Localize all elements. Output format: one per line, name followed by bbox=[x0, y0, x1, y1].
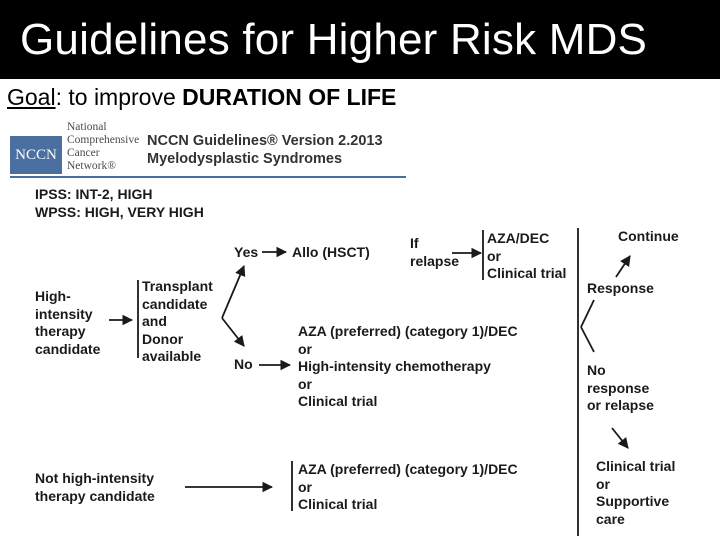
continue-node: Continue bbox=[618, 228, 679, 244]
node-line: response bbox=[587, 379, 650, 396]
response-node: Response bbox=[587, 280, 654, 296]
nccn-logo-text: NCCN bbox=[15, 146, 57, 163]
nccn-logo: NCCN bbox=[10, 136, 62, 174]
node-line: Clinical trial bbox=[298, 496, 378, 512]
node-line: AZA (preferred) (category 1)/DEC bbox=[298, 323, 518, 339]
after-failure-node: Clinical trial or Supportive care bbox=[596, 458, 675, 528]
node-line: candidate bbox=[35, 340, 101, 357]
node-line: intensity bbox=[35, 305, 93, 322]
node-line: therapy bbox=[35, 323, 86, 339]
no-branch-options-node: AZA (preferred) (category 1)/DEC or High… bbox=[298, 323, 518, 411]
node-line: Supportive bbox=[596, 493, 670, 509]
node-line: If bbox=[410, 235, 419, 251]
org-line: Comprehensive bbox=[67, 134, 140, 146]
node-line: available bbox=[142, 348, 202, 364]
node-line: Not high-intensity bbox=[35, 470, 154, 486]
node-line: or bbox=[596, 475, 610, 492]
nccn-org-name: National Comprehensive Cancer Network® bbox=[67, 121, 139, 173]
node-line: candidate bbox=[142, 295, 208, 312]
if-relapse-node: If relapse bbox=[410, 235, 459, 270]
response-chevron-top bbox=[580, 299, 595, 328]
criteria-line: IPSS: INT-2, HIGH bbox=[35, 186, 153, 202]
goal-prefix: Goal bbox=[7, 84, 56, 110]
guidelines-title: NCCN Guidelines® Version 2.2013 bbox=[147, 133, 383, 149]
node-line: AZA (preferred) (category 1)/DEC bbox=[298, 461, 518, 477]
transplant-node: Transplant candidate and Donor available bbox=[142, 278, 213, 366]
org-line: National bbox=[67, 121, 107, 133]
slide-title: Guidelines for Higher Risk MDS bbox=[20, 14, 648, 64]
goal-line: Goal: to improve DURATION OF LIFE bbox=[7, 84, 396, 111]
no-response-node: No response or relapse bbox=[587, 362, 654, 415]
node-line: care bbox=[596, 510, 625, 527]
node-line: Transplant bbox=[142, 278, 213, 294]
node-line: and bbox=[142, 313, 167, 329]
node-line: Donor bbox=[142, 330, 184, 347]
arrow-to-no bbox=[221, 317, 245, 347]
aza-dec-trial-node: AZA/DEC or Clinical trial bbox=[487, 230, 566, 283]
guidelines-subtitle: Myelodysplastic Syndromes bbox=[147, 151, 343, 167]
node-line: High- bbox=[35, 288, 71, 304]
arrow-to-yes bbox=[221, 265, 246, 319]
high-intensity-node: High- intensity therapy candidate bbox=[35, 288, 100, 358]
node-line: Clinical trial bbox=[487, 265, 567, 281]
node-line: AZA/DEC bbox=[487, 230, 550, 246]
goal-emphasis: DURATION OF LIFE bbox=[182, 84, 397, 110]
arrow-failure-to-supportive bbox=[611, 427, 629, 449]
risk-criteria: IPSS: INT-2, HIGH WPSS: HIGH, VERY HIGH bbox=[35, 186, 204, 221]
not-high-intensity-node: Not high-intensity therapy candidate bbox=[35, 470, 155, 505]
nccn-guidelines-header: NCCN Guidelines® Version 2.2013 Myelodys… bbox=[147, 132, 383, 168]
goal-middle: : to improve bbox=[55, 84, 183, 110]
node-line: or relapse bbox=[587, 397, 654, 413]
header-rule bbox=[10, 176, 406, 178]
node-line: or bbox=[298, 340, 312, 357]
org-line: Network® bbox=[67, 160, 116, 172]
node-line: High-intensity chemotherapy bbox=[298, 358, 491, 374]
node-line: or bbox=[298, 375, 312, 392]
org-line: Cancer bbox=[67, 147, 100, 159]
yes-label: Yes bbox=[234, 244, 259, 260]
node-line: No bbox=[587, 362, 606, 378]
criteria-line: WPSS: HIGH, VERY HIGH bbox=[35, 203, 204, 220]
node-line: or bbox=[298, 478, 312, 495]
node-line: Clinical trial bbox=[298, 393, 378, 409]
node-line: Clinical trial bbox=[596, 458, 676, 474]
not-high-options-node: AZA (preferred) (category 1)/DEC or Clin… bbox=[298, 461, 518, 514]
title-bar: Guidelines for Higher Risk MDS bbox=[0, 0, 720, 79]
node-line: or bbox=[487, 247, 501, 264]
arrow-response-to-continue bbox=[615, 255, 631, 278]
response-chevron-bottom bbox=[580, 326, 595, 353]
node-line: therapy candidate bbox=[35, 487, 155, 504]
node-line: relapse bbox=[410, 252, 460, 269]
no-label: No bbox=[234, 356, 253, 372]
allo-node: Allo (HSCT) bbox=[292, 244, 370, 260]
